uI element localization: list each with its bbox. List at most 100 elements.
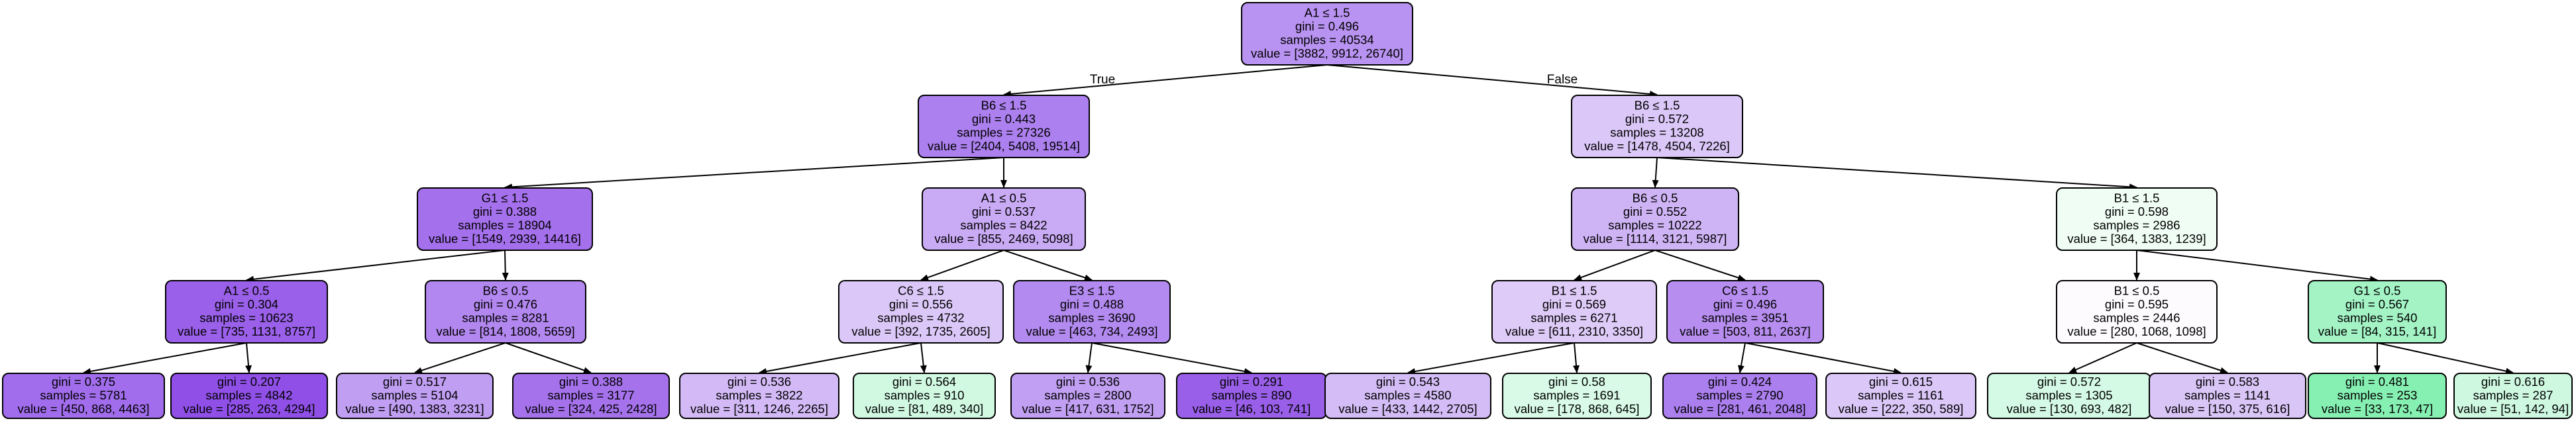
node-gini-text: gini = 0.616 — [2481, 375, 2545, 389]
node-value-text: value = [1478, 4504, 7226] — [1584, 139, 1730, 153]
node-box — [1013, 280, 1171, 344]
node-split-text: B6 ≤ 1.5 — [1635, 99, 1680, 113]
node-box — [1502, 373, 1652, 419]
node-samples-text: samples = 1305 — [2025, 388, 2112, 402]
node-box — [1571, 187, 1739, 251]
node-samples-text: samples = 40534 — [1280, 33, 1373, 47]
edge-n1-n3 — [504, 157, 1004, 191]
node-value-text: value = [814, 1808, 5659] — [436, 324, 574, 338]
node-value-text: value = [1114, 3121, 5987] — [1583, 232, 1727, 246]
node-gini-text: gini = 0.488 — [1060, 297, 1124, 311]
node-box — [1324, 373, 1491, 419]
node-value-text: value = [178, 868, 645] — [1515, 402, 1640, 416]
node-gini-text: gini = 0.615 — [1869, 375, 1933, 389]
node-box — [512, 373, 670, 419]
node-samples-text: samples = 1691 — [1533, 388, 1620, 402]
node-split-text: A1 ≤ 0.5 — [224, 284, 270, 298]
node-value-text: value = [611, 2310, 3350] — [1505, 324, 1643, 338]
node-value-text: value = [392, 1735, 2605] — [851, 324, 990, 338]
node-box — [1491, 280, 1657, 344]
node-box — [1010, 373, 1165, 419]
node-value-text: value = [463, 734, 2493] — [1026, 324, 1157, 338]
node-split-text: B1 ≤ 1.5 — [2114, 191, 2160, 205]
node-gini-text: gini = 0.304 — [215, 297, 278, 311]
node-value-text: value = [364, 1383, 1239] — [2067, 232, 2206, 246]
node-gini-text: gini = 0.572 — [1625, 112, 1689, 126]
node-samples-text: samples = 10222 — [1608, 218, 1701, 232]
node-box — [336, 373, 494, 419]
edge-n8-n18 — [505, 342, 592, 374]
node-split-text: B6 ≤ 1.5 — [981, 99, 1027, 113]
node-box — [918, 95, 1090, 158]
node-value-text: value = [222, 350, 589] — [1839, 402, 1964, 416]
edge-n11-n24 — [1573, 342, 1580, 373]
node-value-text: value = [33, 173, 47] — [2322, 402, 2433, 416]
node-box — [1825, 373, 1976, 419]
node-samples-text: samples = 10623 — [199, 311, 293, 325]
node-split-text: B1 ≤ 1.5 — [1552, 284, 1597, 298]
node-gini-text: gini = 0.536 — [1056, 375, 1120, 389]
node-value-text: value = [450, 868, 4463] — [17, 402, 149, 416]
node-gini-text: gini = 0.537 — [972, 205, 1036, 218]
node-box — [2, 373, 165, 419]
node-box — [1241, 2, 1413, 66]
node-samples-text: samples = 8281 — [462, 311, 549, 325]
node-box — [1571, 95, 1743, 158]
node-split-text: C6 ≤ 1.5 — [898, 284, 944, 298]
node-value-text: value = [130, 693, 482] — [2007, 402, 2132, 416]
edge-n5-n11 — [1574, 250, 1656, 281]
edge-label-false: False — [1547, 73, 1578, 87]
node-samples-text: samples = 4580 — [1364, 388, 1451, 402]
edge-n7-n15 — [83, 342, 247, 375]
node-split-text: G1 ≤ 1.5 — [482, 191, 529, 205]
node-gini-text: gini = 0.567 — [2345, 297, 2409, 311]
node-samples-text: samples = 253 — [2337, 388, 2418, 402]
node-split-text: B6 ≤ 0.5 — [1633, 191, 1678, 205]
edge-n8-n17 — [414, 342, 506, 374]
node-box — [922, 187, 1086, 251]
node-value-text: value = [2404, 5408, 19514] — [928, 139, 1080, 153]
edge-n3-n8 — [502, 250, 509, 281]
node-samples-text: samples = 3951 — [1701, 311, 1788, 325]
node-value-text: value = [433, 1442, 2705] — [1338, 402, 1477, 416]
edge-n6-n14 — [2136, 250, 2378, 283]
node-gini-text: gini = 0.583 — [2196, 375, 2259, 389]
node-gini-text: gini = 0.543 — [1376, 375, 1440, 389]
node-gini-text: gini = 0.58 — [1548, 375, 1605, 389]
edge-n4-n9 — [920, 250, 1004, 281]
edge-n13-n28 — [2136, 342, 2228, 374]
node-samples-text: samples = 27326 — [957, 126, 1050, 140]
node-gini-text: gini = 0.476 — [474, 297, 537, 311]
node-box — [165, 280, 328, 344]
node-value-text: value = [324, 425, 2428] — [525, 402, 657, 416]
node-samples-text: samples = 5104 — [371, 388, 458, 402]
node-samples-text: samples = 2800 — [1044, 388, 1131, 402]
node-value-text: value = [855, 2469, 5098] — [934, 232, 1073, 246]
node-samples-text: samples = 5781 — [40, 388, 127, 402]
node-box — [170, 373, 328, 419]
node-samples-text: samples = 1141 — [2184, 388, 2271, 402]
node-gini-text: gini = 0.481 — [2345, 375, 2409, 389]
node-box — [2308, 280, 2447, 344]
node-samples-text: samples = 2446 — [2093, 311, 2180, 325]
edge-n0-n2 — [1326, 64, 1658, 97]
node-value-text: value = [150, 375, 616] — [2165, 402, 2290, 416]
edge-n2-n5 — [1652, 157, 1659, 188]
node-samples-text: samples = 3177 — [547, 388, 634, 402]
node-split-text: A1 ≤ 0.5 — [981, 191, 1027, 205]
